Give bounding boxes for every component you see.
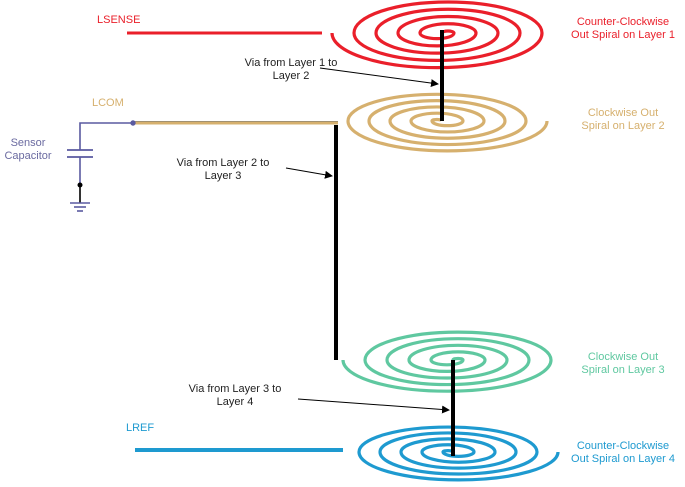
via-1-label: Via from Layer 1 to Layer 2 (236, 57, 346, 83)
via-2-label-line1: Via from Layer 2 to (176, 157, 270, 169)
sensor-label-line2: Capacitor (4, 150, 52, 162)
arrow-icon (297, 398, 450, 414)
spiral-3-path (341, 330, 553, 393)
spiral-4-path (357, 425, 560, 482)
spiral-2-path (346, 92, 549, 153)
lsense-label: LSENSE (97, 14, 141, 26)
arrow-icon (285, 167, 333, 179)
sensor-circuit (67, 120, 136, 212)
layer-4-label: Counter-Clockwise Out Spiral on Layer 4 (560, 440, 685, 466)
arrow-icon (319, 67, 439, 88)
layer-2-label-line2: Spiral on Layer 2 (581, 120, 665, 132)
via-3-label-line1: Via from Layer 3 to (188, 383, 282, 395)
capacitor-icon (67, 149, 93, 158)
layer-3-label: Clockwise Out Spiral on Layer 3 (568, 351, 678, 377)
layer-4-label-line1: Counter-Clockwise (576, 440, 670, 452)
layer-1-label-line2: Out Spiral on Layer 1 (571, 29, 675, 41)
spiral-1-path (330, 0, 544, 70)
sensor-capacitor-label: Sensor Capacitor (0, 137, 56, 163)
layer-2-label: Clockwise Out Spiral on Layer 2 (568, 107, 678, 133)
sensor-label-line1: Sensor (10, 137, 46, 149)
via-1-label-line1: Via from Layer 1 to (244, 57, 338, 69)
layer-1-label: Counter-Clockwise Out Spiral on Layer 1 (560, 16, 685, 42)
spiral-layer-4 (357, 425, 560, 482)
spiral-layer-2 (346, 92, 549, 153)
via-1-label-line2: Layer 2 (272, 70, 310, 82)
layer-3-label-line2: Spiral on Layer 3 (581, 364, 665, 376)
spiral-layer-1 (330, 0, 544, 70)
layer-4-label-line2: Out Spiral on Layer 4 (571, 453, 675, 465)
via-3-label-line2: Layer 4 (216, 396, 254, 408)
layer-1-label-line1: Counter-Clockwise (576, 16, 670, 28)
via-2-label-line2: Layer 3 (204, 170, 242, 182)
via-2-label: Via from Layer 2 to Layer 3 (168, 157, 278, 183)
lref-label: LREF (126, 422, 155, 434)
layer-2-label-line1: Clockwise Out (587, 107, 659, 119)
spiral-layer-3 (341, 330, 553, 393)
ground-icon (70, 202, 90, 212)
lcom-label: LCOM (92, 97, 124, 109)
layer-3-label-line1: Clockwise Out (587, 351, 659, 363)
via-3-label: Via from Layer 3 to Layer 4 (180, 383, 290, 409)
